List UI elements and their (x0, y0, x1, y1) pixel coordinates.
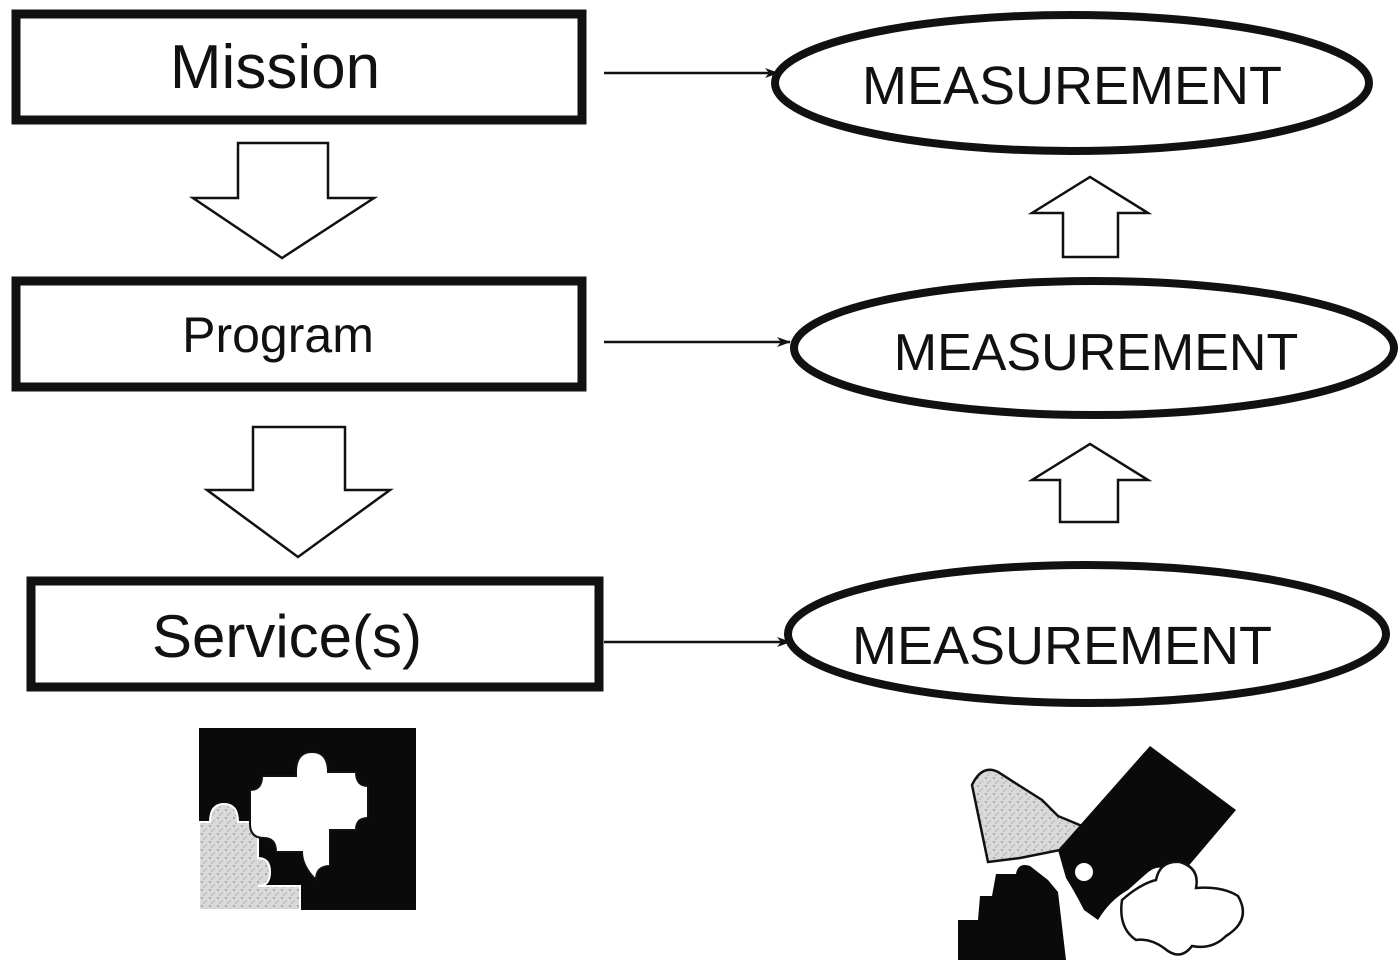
measurement-ellipse-bottom: MEASUREMENT (784, 561, 1390, 707)
measurement-ellipse-middle: MEASUREMENT (790, 277, 1398, 419)
program-label: Program (182, 307, 374, 363)
measurement-middle-label: MEASUREMENT (894, 324, 1298, 382)
down-arrow-mission-to-program (188, 141, 379, 260)
down-arrow-program-to-services (203, 425, 394, 559)
measurement-top-label: MEASUREMENT (862, 56, 1282, 116)
measurement-ellipse-top: MEASUREMENT (771, 11, 1373, 155)
measurement-bottom-label: MEASUREMENT (852, 616, 1272, 676)
services-box: Service(s) (26, 576, 604, 692)
mission-label: Mission (170, 33, 380, 102)
program-box: Program (11, 276, 587, 392)
mission-box: Mission (11, 9, 587, 125)
services-label: Service(s) (152, 603, 422, 670)
up-arrow-bottom-to-middle (1027, 442, 1153, 524)
puzzle-scattered-icon (958, 746, 1245, 960)
up-arrow-middle-to-top (1027, 175, 1153, 259)
puzzle-assembled-icon (198, 728, 416, 911)
